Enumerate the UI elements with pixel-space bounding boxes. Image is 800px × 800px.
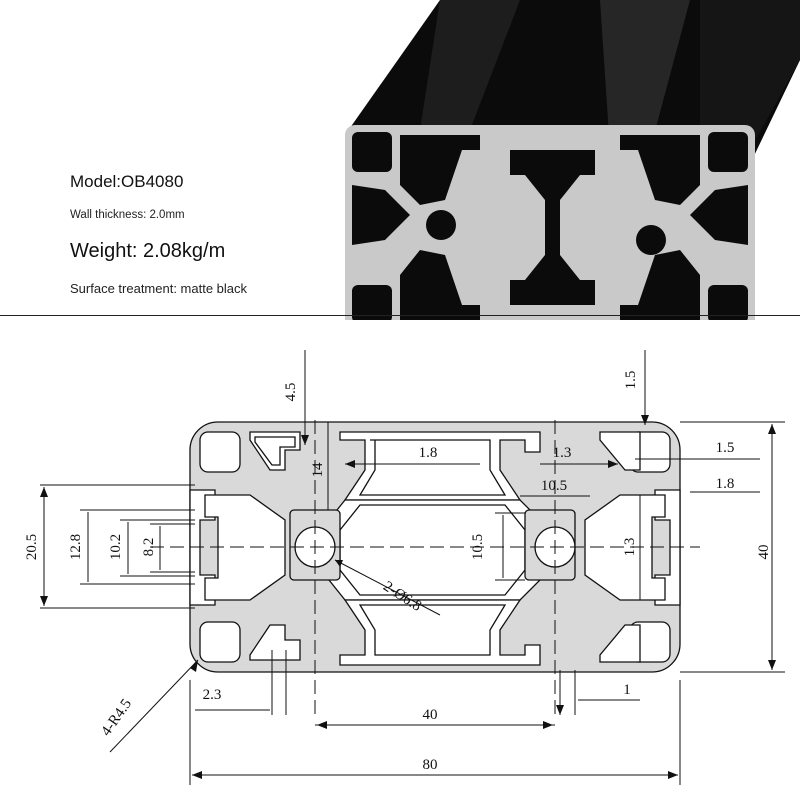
- dimension-lines: [40, 350, 785, 785]
- dim-1-8-top: 1.8: [419, 445, 438, 461]
- dim-4-5: 4.5: [283, 383, 299, 402]
- dim-1-3-vertical: 1.3: [622, 538, 638, 557]
- profile-cut-face: [345, 125, 755, 320]
- product-info-panel: Model:OB4080 Wall thickness: 2.0mm Weigh…: [0, 0, 330, 315]
- section-divider: [0, 315, 800, 316]
- dim-20-5: 20.5: [24, 534, 40, 560]
- dim-40-pitch: 40: [423, 707, 438, 723]
- dim-10-5-horizontal: 10.5: [541, 478, 567, 494]
- arrowheads: [40, 415, 776, 779]
- dim-1-8-right: 1.8: [716, 476, 735, 492]
- dim-40-height: 40: [756, 545, 772, 560]
- dim-80-width: 80: [423, 757, 438, 773]
- dim-14: 14: [310, 462, 326, 478]
- dim-1-5-right-top: 1.5: [623, 371, 639, 390]
- surface-treatment-label: Surface treatment: matte black: [70, 281, 248, 296]
- profile-3d-render: [345, 0, 800, 320]
- model-label: Model:OB4080: [70, 172, 184, 191]
- dim-12-8: 12.8: [68, 534, 84, 560]
- dim-10-5-vertical: 10.5: [470, 534, 486, 560]
- dim-radius: 4-R4.5: [98, 696, 135, 739]
- profile-cavities: [189, 431, 681, 666]
- wall-thickness-label: Wall thickness: 2.0mm: [70, 209, 185, 221]
- dim-10-2: 10.2: [108, 534, 124, 560]
- dim-1-5-right: 1.5: [716, 440, 735, 456]
- dim-1-bottom: 1: [623, 682, 631, 698]
- dim-2-3: 2.3: [203, 687, 222, 703]
- weight-label: Weight: 2.08kg/m: [70, 240, 226, 262]
- centerlines: [150, 420, 700, 720]
- dim-8-2: 8.2: [141, 538, 157, 557]
- dim-1-3-top: 1.3: [553, 445, 572, 461]
